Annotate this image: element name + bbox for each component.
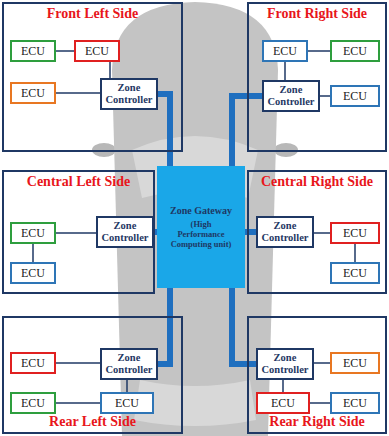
ecu-link — [56, 402, 100, 404]
ecu-link — [314, 232, 330, 234]
ecu-link — [32, 244, 34, 262]
ecu-label: ECU — [21, 86, 45, 101]
ecu-label: ECU — [343, 89, 367, 104]
ecu-label: ECU — [21, 226, 45, 241]
ecu-link — [310, 402, 330, 404]
ecu-box: ECU — [330, 85, 380, 107]
zone-controller: Zone Controller — [100, 348, 158, 380]
ecu-box: ECU — [10, 262, 56, 284]
controller-label: Zone Controller — [102, 352, 156, 376]
gateway-title: Zone Gateway — [170, 205, 232, 217]
region-title: Front Left Side — [45, 4, 141, 24]
zone-gateway: Zone Gateway (High Performance Computing … — [157, 166, 245, 288]
region-title: Front Right Side — [265, 4, 369, 24]
controller-label: Zone Controller — [258, 352, 312, 376]
zone-region: Central Left SideECUZone ControllerECU — [2, 170, 155, 294]
ecu-label: ECU — [343, 266, 367, 281]
ecu-box: ECU — [10, 40, 56, 62]
ecu-box: ECU — [10, 222, 56, 244]
zone-controller: Zone Controller — [96, 216, 154, 248]
backbone-link — [232, 288, 256, 364]
ecu-label: ECU — [115, 396, 139, 411]
ecu-label: ECU — [21, 44, 45, 59]
ecu-box: ECU — [330, 222, 380, 244]
zone-controller: Zone Controller — [100, 78, 158, 110]
zone-controller: Zone Controller — [262, 80, 320, 112]
ecu-link — [308, 50, 330, 52]
ecu-box: ECU — [74, 40, 120, 62]
side-mirror — [92, 143, 116, 157]
ecu-link — [56, 92, 100, 94]
ecu-link — [109, 62, 111, 78]
ecu-link — [282, 380, 284, 392]
ecu-link — [56, 50, 74, 52]
zone-region: Front Right SideECU ECU Zone Controller ECU — [247, 2, 387, 152]
ecu-box: ECU — [330, 40, 380, 62]
region-title: Rear Right Side — [267, 412, 366, 432]
ecu-label: ECU — [21, 396, 45, 411]
backbone-link — [158, 288, 170, 364]
region-title: Central Left Side — [25, 172, 132, 192]
ecu-box: ECU — [330, 352, 380, 374]
zone-controller: Zone Controller — [256, 348, 314, 380]
ecu-link — [354, 244, 356, 262]
region-title: Central Right Side — [259, 172, 375, 192]
ecu-box: ECU — [10, 392, 56, 414]
ecu-label: ECU — [343, 44, 367, 59]
controller-label: Zone Controller — [258, 220, 312, 244]
zone-region: Rear Right SideZone ControllerECUECUECU — [247, 316, 387, 434]
ecu-link — [320, 95, 330, 97]
ecu-box: ECU — [330, 262, 380, 284]
ecu-label: ECU — [273, 44, 297, 59]
ecu-link — [56, 232, 96, 234]
ecu-box: ECU — [100, 392, 154, 414]
ecu-link — [126, 380, 128, 392]
ecu-label: ECU — [343, 356, 367, 371]
ecu-box: ECU — [10, 352, 56, 374]
zone-controller: Zone Controller — [256, 216, 314, 248]
ecu-box: ECU — [330, 392, 380, 414]
ecu-box: ECU — [256, 392, 310, 414]
controller-label: Zone Controller — [98, 220, 152, 244]
ecu-label: ECU — [343, 226, 367, 241]
ecu-link — [56, 362, 100, 364]
gateway-subtitle: (High Performance Computing unit) — [170, 219, 232, 249]
ecu-label: ECU — [21, 356, 45, 371]
controller-label: Zone Controller — [102, 82, 156, 106]
ecu-link — [284, 62, 286, 80]
zone-region: Rear Left SideECUZone ControllerECUECU — [2, 316, 183, 434]
region-title: Rear Left Side — [47, 412, 138, 432]
ecu-label: ECU — [343, 396, 367, 411]
ecu-label: ECU — [271, 396, 295, 411]
zone-region: Front Left SideECU ECU ECU Zone Controller — [2, 2, 183, 152]
ecu-label: ECU — [85, 44, 109, 59]
controller-label: Zone Controller — [264, 84, 318, 108]
zone-region: Central Right SideZone ControllerECUECU — [247, 170, 387, 294]
ecu-box: ECU — [262, 40, 308, 62]
ecu-box: ECU — [10, 82, 56, 104]
backbone-link — [158, 94, 170, 166]
ecu-label: ECU — [21, 266, 45, 281]
ecu-link — [314, 362, 330, 364]
side-mirror — [274, 143, 298, 157]
